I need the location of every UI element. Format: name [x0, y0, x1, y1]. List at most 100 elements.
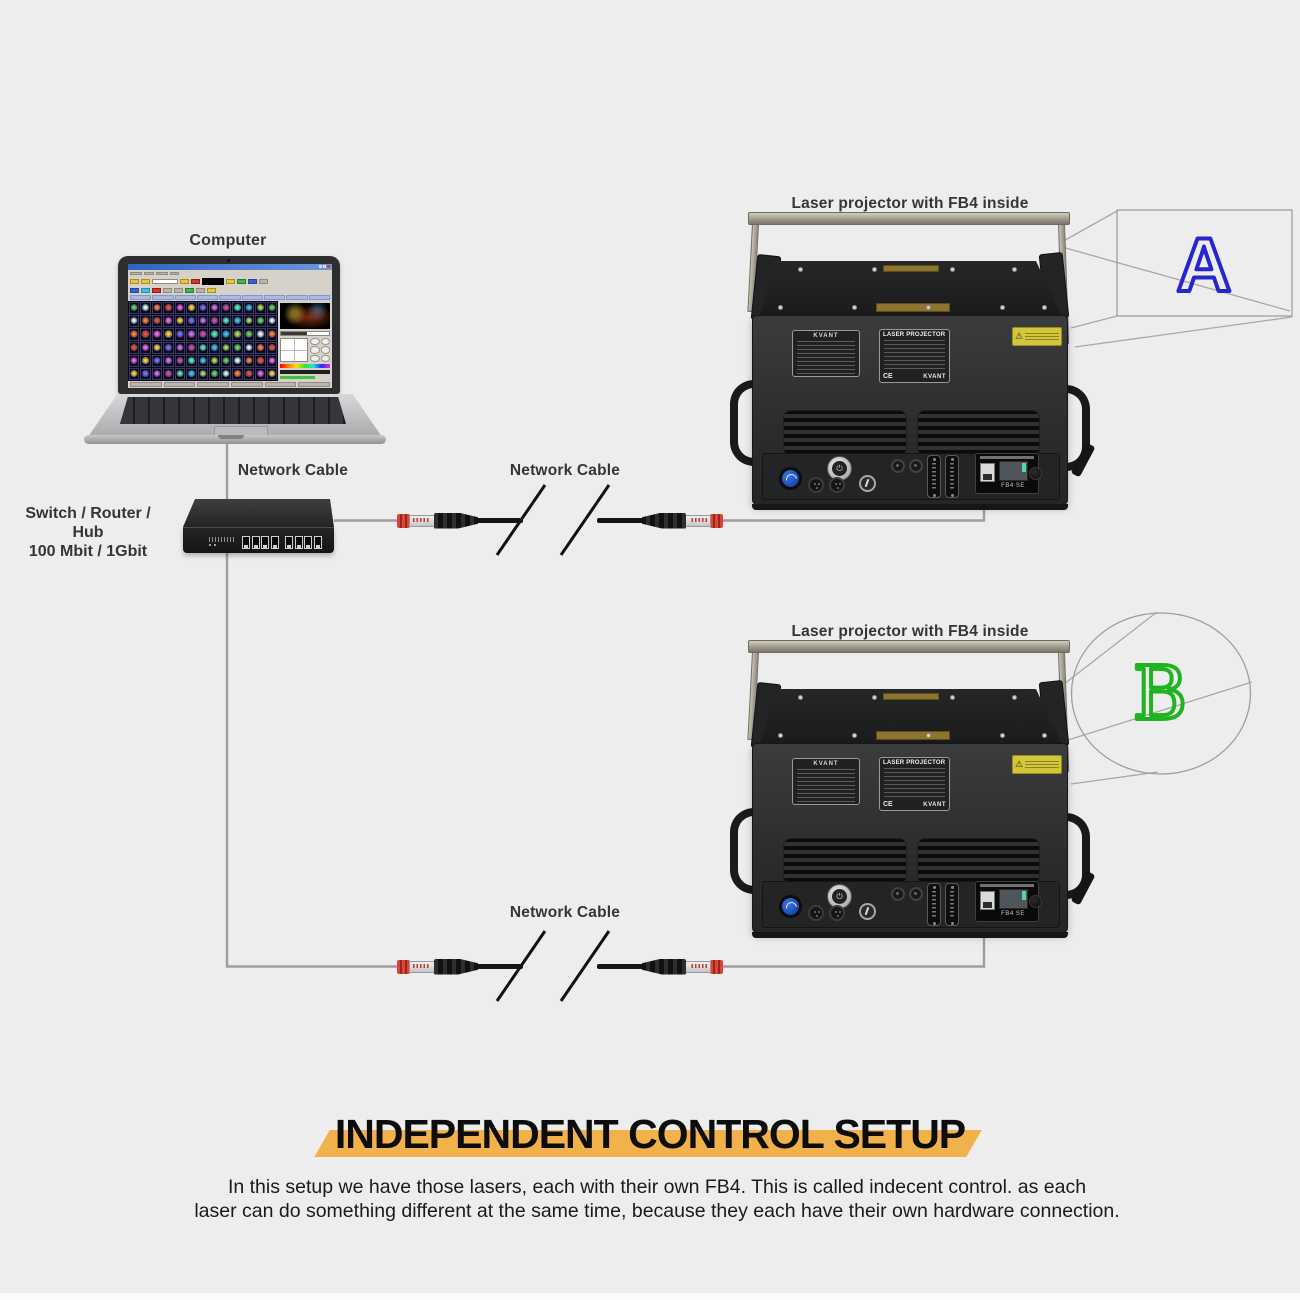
- webcam-dot: [227, 259, 230, 262]
- ce-mark: CE: [883, 373, 893, 380]
- fb4-top-text: [980, 884, 1034, 887]
- laser-frame-thumbnail: [140, 367, 151, 381]
- bottom-white-strip: [0, 1293, 1300, 1300]
- software-titlebar: [128, 264, 332, 270]
- laser-frame-thumbnail: [174, 367, 186, 381]
- xlr-connector: [808, 905, 824, 921]
- laser-projector-bottom: Laser projector with FB4 inside KVANT LA…: [730, 623, 1096, 938]
- arrow-buttons: [310, 338, 330, 363]
- laser-frame-thumbnail: [174, 341, 186, 354]
- laser-letter-a: A: [1177, 223, 1232, 308]
- ethernet-port: [313, 536, 322, 549]
- network-switch: [183, 527, 334, 553]
- fb4-display: [999, 889, 1028, 909]
- xy-position-pad: [280, 338, 308, 363]
- laser-frame-thumbnail: [129, 367, 140, 381]
- mounting-yoke: [748, 212, 1070, 225]
- projector-bottom-edge: [752, 504, 1068, 510]
- vent-grille-right: [917, 838, 1040, 884]
- switch-label-line2: 100 Mbit / 1Gbit: [28, 543, 148, 560]
- network-switch-top: [183, 499, 334, 527]
- warning-triangle-icon: ⚠: [1015, 759, 1024, 769]
- laser-frame-thumbnail: [186, 315, 197, 328]
- laser-frame-thumbnail: [163, 367, 174, 381]
- laser-frame-thumbnail: [174, 328, 186, 341]
- laser-frame-thumbnail: [243, 341, 255, 354]
- software-statusbar: [128, 381, 332, 388]
- brand-text: KVANT: [813, 333, 839, 339]
- laser-frame-thumbnail: [243, 354, 255, 367]
- laser-frame-thumbnail: [151, 341, 163, 354]
- laptop-base-notch: [218, 435, 244, 439]
- laser-warning-sticker: ⚠: [1012, 755, 1062, 774]
- laser-frame-thumbnail: [220, 354, 232, 367]
- round-connector: [891, 459, 905, 473]
- ethernet-port: [285, 536, 293, 549]
- spec-plate-title: LASER PROJECTOR: [883, 332, 946, 338]
- laser-frame-thumbnail: [163, 354, 174, 367]
- round-connector: [909, 887, 923, 901]
- brand-text: KVANT: [813, 761, 839, 767]
- brand-logo-text: KVANT: [923, 801, 946, 808]
- thumbnail-grid: [128, 301, 278, 382]
- laser-frame-thumbnail: [140, 354, 151, 367]
- color-gradient-bar: [280, 364, 330, 369]
- plate-fine-print: [797, 341, 855, 374]
- laser-frame-thumbnail: [174, 302, 186, 315]
- software-toolbar: [128, 276, 332, 286]
- description-line1: In this setup we have those lasers, each…: [227, 1176, 1087, 1198]
- laser-frame-thumbnail: [266, 302, 277, 315]
- laser-software-window: [128, 264, 332, 388]
- laser-frame-thumbnail: [209, 315, 220, 328]
- projection-rectangle: [1116, 209, 1293, 317]
- switch-label: Switch / Router / Hub 100 Mbit / 1Gbit: [8, 504, 168, 561]
- laser-frame-thumbnail: [174, 354, 186, 367]
- fb4-module: FB4 SE: [975, 881, 1042, 922]
- ilda-input-port: [927, 455, 941, 498]
- laser-frame-thumbnail: [220, 315, 232, 328]
- laser-frame-thumbnail: [140, 328, 151, 341]
- laser-frame-thumbnail: [186, 328, 197, 341]
- software-toolbar-2: [128, 285, 332, 295]
- page-title: INDEPENDENT CONTROL SETUP: [334, 1111, 966, 1157]
- warning-triangle-icon: ⚠: [1015, 331, 1024, 341]
- brass-plate: [883, 693, 939, 700]
- laser-frame-thumbnail: [140, 315, 151, 328]
- laser-frame-thumbnail: [255, 367, 266, 381]
- ilda-input-port: [927, 883, 941, 926]
- projector-top-label: Laser projector with FB4 inside: [791, 195, 1029, 212]
- laser-frame-thumbnail: [163, 302, 174, 315]
- laser-frame-thumbnail: [197, 315, 209, 328]
- rear-connector-panel: ⏻ FB4 SE: [762, 453, 1060, 500]
- switch-label-line1: Switch / Router / Hub: [25, 505, 151, 541]
- rj45-plug: [597, 954, 723, 980]
- laser-frame-thumbnail: [151, 328, 163, 341]
- ilda-output-port: [945, 883, 959, 926]
- projection-ellipse: [1070, 612, 1252, 775]
- xlr-connector: [829, 477, 845, 493]
- laser-frame-thumbnail: [209, 328, 220, 341]
- laser-frame-thumbnail: [163, 341, 174, 354]
- laser-frame-thumbnail: [220, 328, 232, 341]
- software-menubar: [128, 269, 332, 277]
- network-cable-label-top: Network Cable: [509, 462, 621, 479]
- laser-letter-b: B: [1133, 651, 1187, 737]
- laser-frame-thumbnail: [209, 367, 220, 381]
- laser-frame-thumbnail: [243, 315, 255, 328]
- laser-frame-thumbnail: [186, 367, 197, 381]
- laser-frame-thumbnail: [151, 315, 163, 328]
- spec-rows: [884, 768, 945, 799]
- fb4-label: FB4 SE: [1001, 483, 1025, 489]
- preview-monitor: [280, 303, 330, 330]
- switch-port-row: [242, 536, 322, 549]
- ethernet-port: [270, 536, 279, 549]
- software-tab-row: [128, 294, 332, 302]
- cable-plug-to-projector-bottom: [722, 929, 986, 968]
- slider-control: [280, 331, 330, 337]
- laser-frame-thumbnail: [209, 341, 220, 354]
- ethernet-port: [251, 536, 260, 549]
- laser-frame-thumbnail: [232, 367, 243, 381]
- laser-frame-thumbnail: [186, 341, 197, 354]
